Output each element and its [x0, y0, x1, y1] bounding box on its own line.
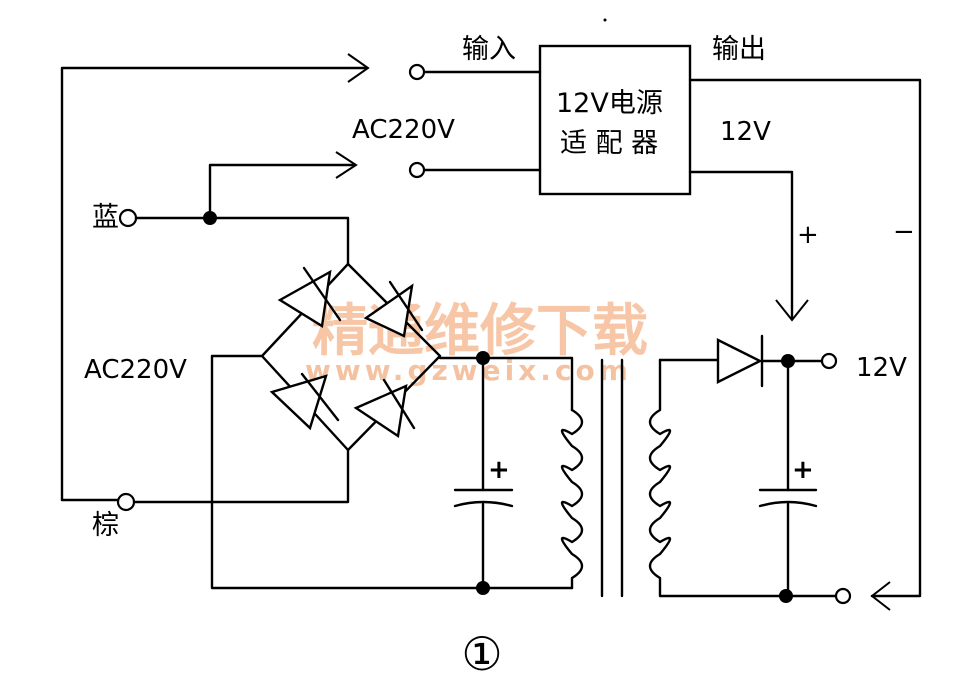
blue-label: 蓝	[92, 202, 119, 233]
output-negative-terminal	[834, 587, 852, 605]
figure-number: ①	[461, 627, 502, 681]
adapter-negative-wire	[688, 78, 922, 598]
ac-left-label: AC220V	[84, 355, 187, 385]
negative-arrow	[870, 581, 891, 611]
adapter-12v-label: 12V	[720, 117, 771, 147]
brown-label: 棕	[92, 510, 119, 541]
adapter-positive-wire	[688, 170, 794, 320]
bridge-rectifier	[260, 262, 442, 452]
ac-top-label: AC220V	[352, 115, 455, 145]
brown-plug-wire	[60, 66, 368, 502]
output-label: 输出	[712, 34, 766, 65]
speck	[603, 18, 607, 22]
primary-coil	[560, 408, 584, 590]
adapter-label-line1: 12V电源	[556, 88, 663, 119]
adapter-input-terminal-2	[408, 161, 426, 179]
adapter-label-line2: 适 配 器	[560, 128, 658, 159]
brown-wire-bridge	[132, 448, 350, 504]
minus-label: −	[893, 217, 915, 247]
brown-plug-arrow	[347, 53, 370, 83]
blue-wire	[134, 216, 350, 266]
blue-plug-wire	[208, 163, 356, 220]
secondary-capacitor-plus: +	[792, 455, 814, 485]
positive-arrow	[775, 299, 809, 322]
watermark-url: www.gzweix.com	[305, 354, 632, 387]
adapter-box	[538, 44, 692, 196]
input-label: 输入	[462, 34, 516, 65]
blue-plug-arrow	[335, 151, 358, 179]
primary-capacitor	[453, 356, 514, 590]
secondary-coil	[648, 358, 788, 598]
bridge-negative-wire	[210, 354, 574, 590]
secondary-capacitor	[758, 359, 818, 598]
adapter-input-terminal-1	[408, 63, 426, 81]
primary-capacitor-plus: +	[488, 455, 510, 485]
output-negative-junction	[779, 589, 793, 603]
blue-junction	[203, 211, 217, 225]
blue-terminal	[118, 208, 138, 228]
plus-label: +	[797, 220, 819, 250]
output-12v-label: 12V	[856, 353, 907, 383]
brown-terminal	[116, 492, 136, 512]
output-diode	[716, 334, 764, 388]
output-12v-terminal	[820, 352, 838, 370]
